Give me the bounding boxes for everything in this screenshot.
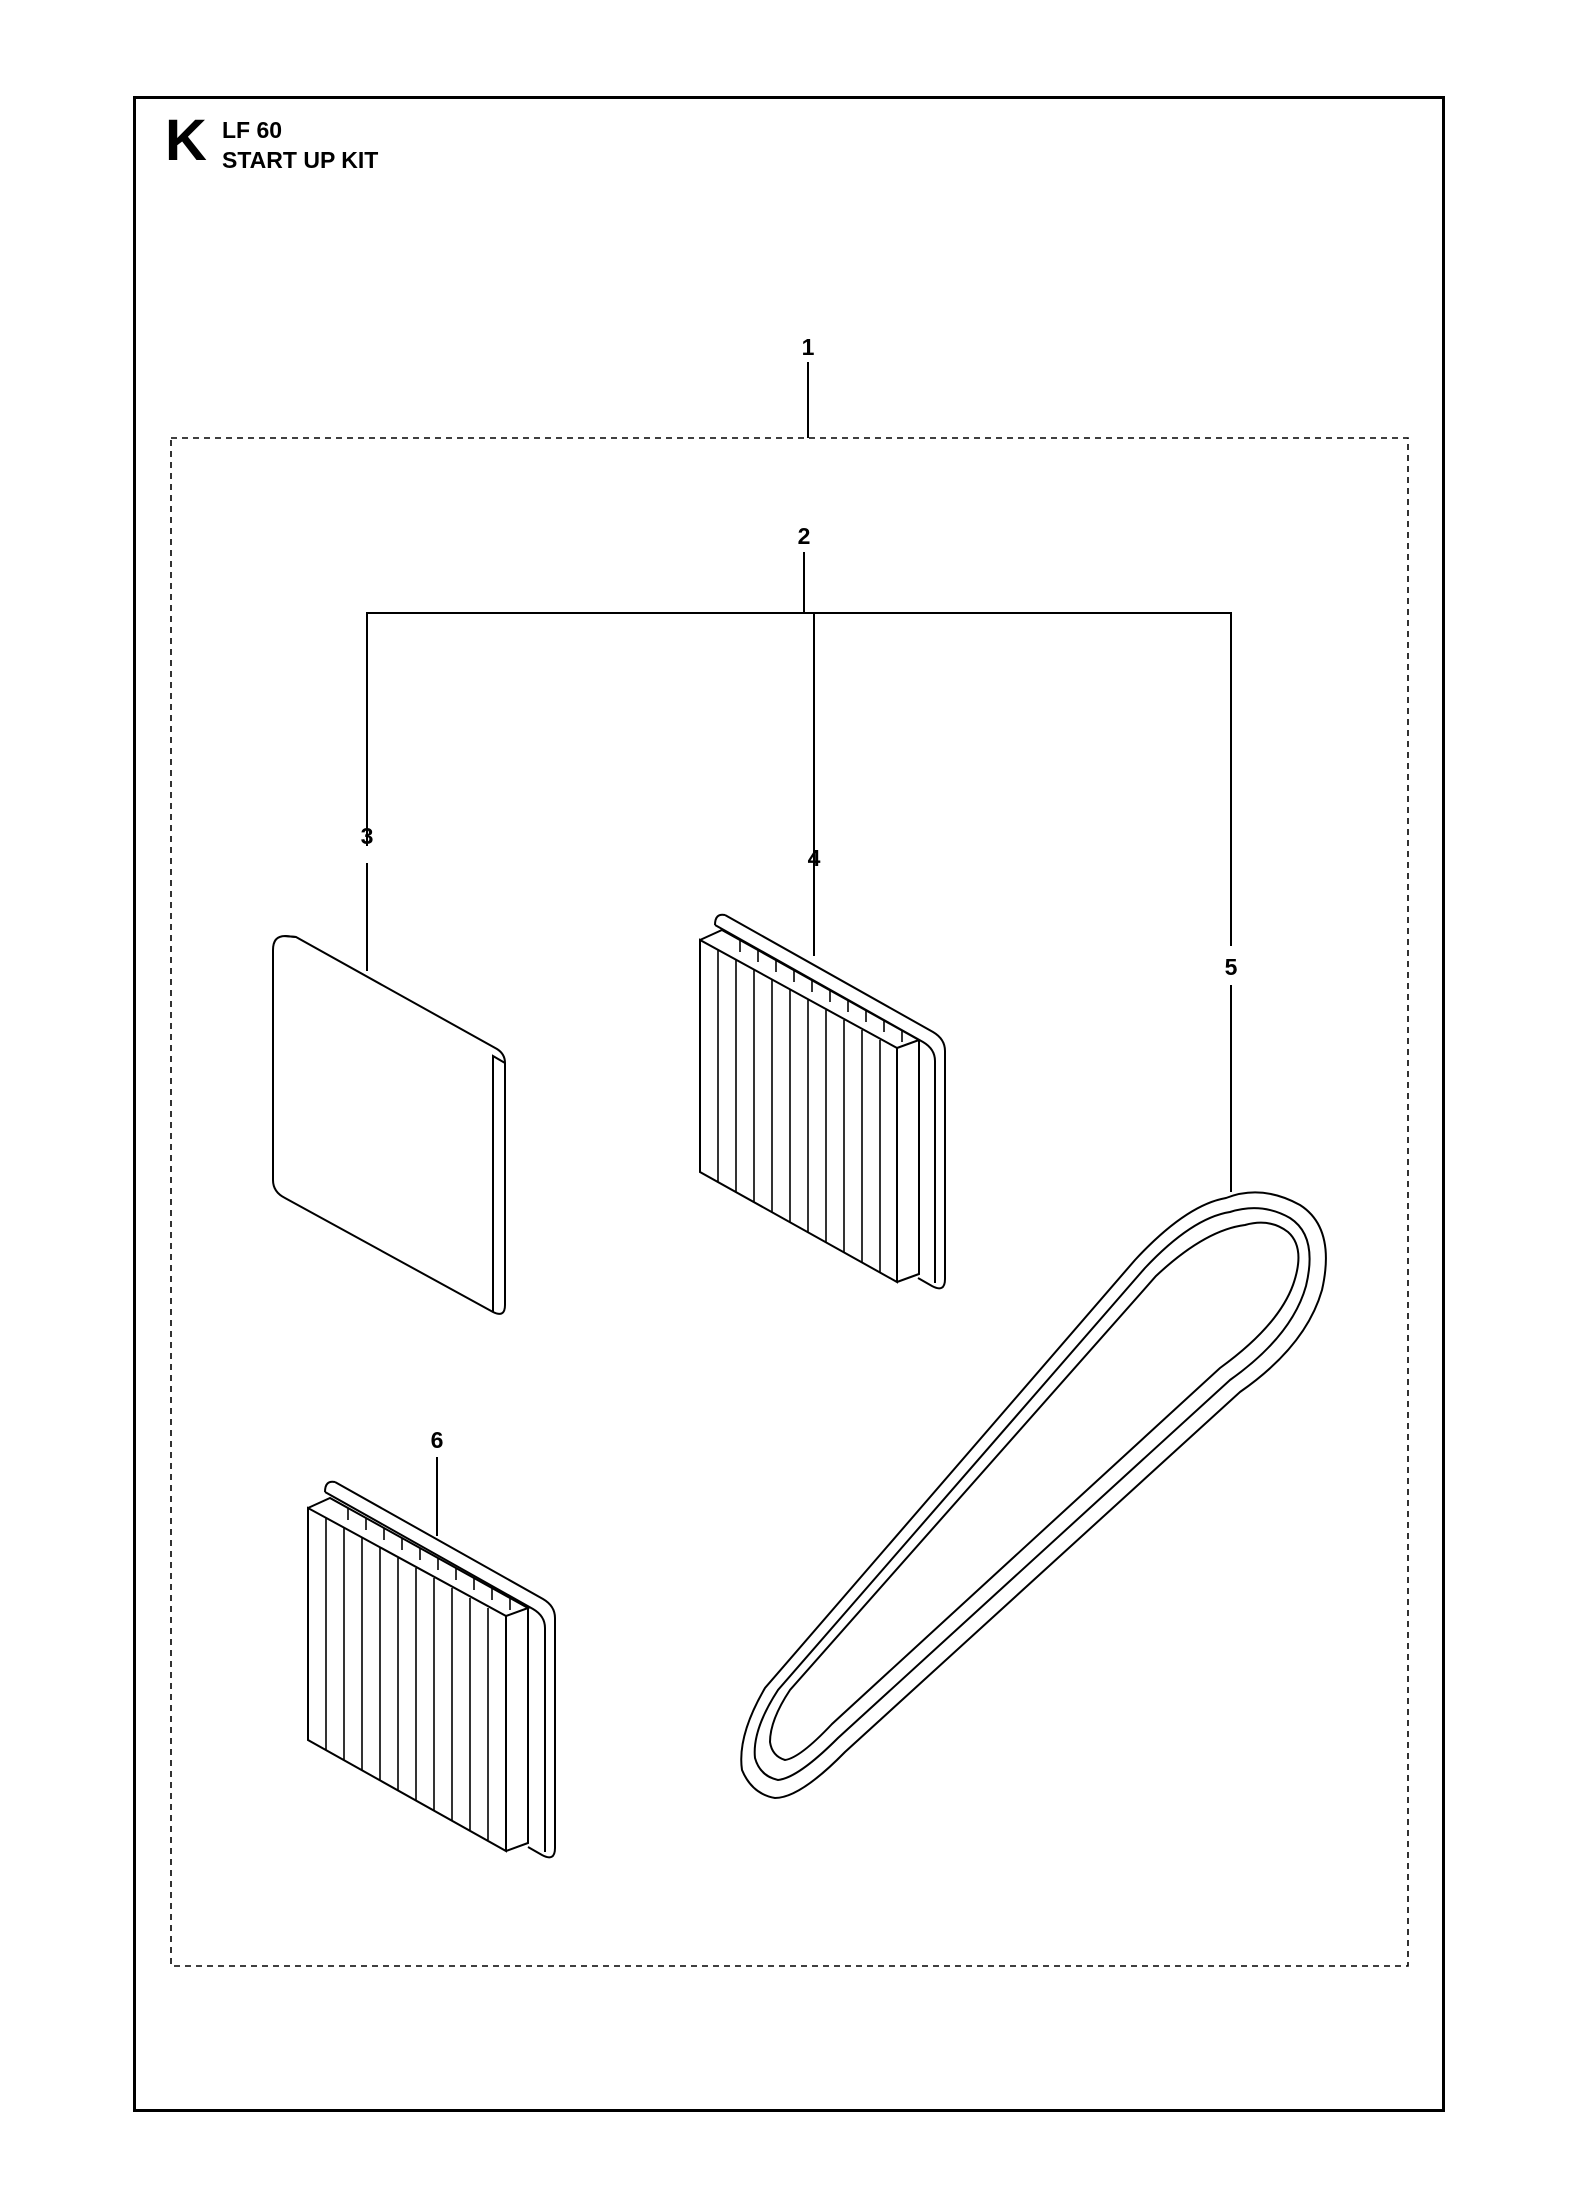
callout-1: 1 (802, 334, 815, 360)
callout-4: 4 (808, 845, 821, 871)
part-5-drive-belt (740, 1191, 1327, 1800)
kit-title: START UP KIT (222, 147, 379, 173)
section-letter: K (165, 108, 207, 173)
callout-6: 6 (431, 1427, 444, 1453)
model-name: LF 60 (222, 117, 283, 143)
leader-bracket (366, 612, 1232, 946)
part-3-foam-pad (272, 934, 506, 1315)
part-4-air-filter (699, 913, 946, 1290)
callout-5: 5 (1225, 954, 1238, 980)
part-6-air-filter (307, 1480, 556, 1859)
callout-3: 3 (361, 823, 374, 849)
diagram-frame (133, 96, 1445, 2112)
kit-boundary (170, 437, 1409, 1967)
callout-2: 2 (798, 523, 811, 549)
